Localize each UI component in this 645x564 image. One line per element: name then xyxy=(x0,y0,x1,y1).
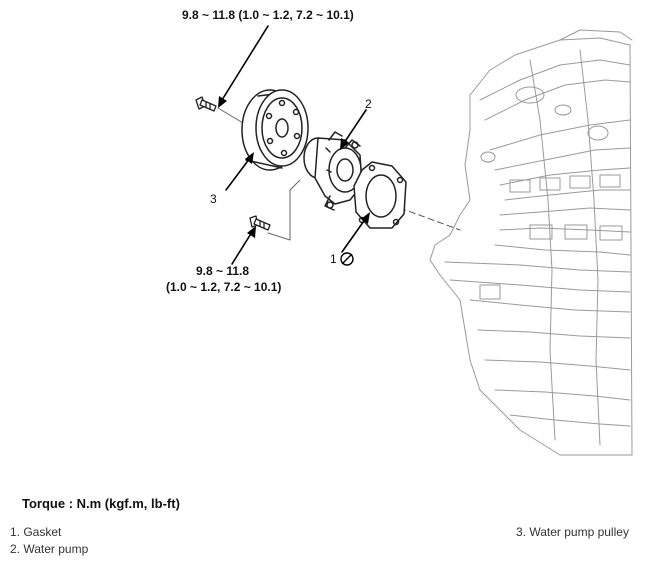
callout-2: 2 xyxy=(365,97,372,111)
torque-spec-bottom-line2: (1.0 ~ 1.2, 7.2 ~ 10.1) xyxy=(166,280,282,294)
callout-3: 3 xyxy=(210,192,217,206)
legend-item-water-pump: 2. Water pump xyxy=(10,542,89,556)
alignment-dashed-line xyxy=(399,207,461,231)
callout-1: 1 xyxy=(330,252,337,266)
top-bolt xyxy=(195,96,217,112)
engine-block xyxy=(429,29,633,456)
bottom-bolt xyxy=(249,215,271,231)
gasket xyxy=(353,161,407,229)
callout-arrows xyxy=(218,25,370,265)
torque-spec-bottom-line1: 9.8 ~ 11.8 xyxy=(196,264,250,278)
water-pump-pulley xyxy=(241,89,309,171)
leader-lines xyxy=(217,107,301,241)
torque-spec-top: 9.8 ~ 11.8 (1.0 ~ 1.2, 7.2 ~ 10.1) xyxy=(182,8,354,22)
do-not-reuse-icon xyxy=(340,252,354,266)
diagram-drawing xyxy=(195,25,633,456)
exploded-view-diagram: 9.8 ~ 11.8 (1.0 ~ 1.2, 7.2 ~ 10.1) 9.8 ~… xyxy=(166,8,633,456)
legend-item-water-pump-pulley: 3. Water pump pulley xyxy=(516,525,629,539)
legend-item-gasket: 1. Gasket xyxy=(10,525,62,539)
legend-title: Torque : N.m (kgf.m, lb-ft) xyxy=(22,496,180,511)
